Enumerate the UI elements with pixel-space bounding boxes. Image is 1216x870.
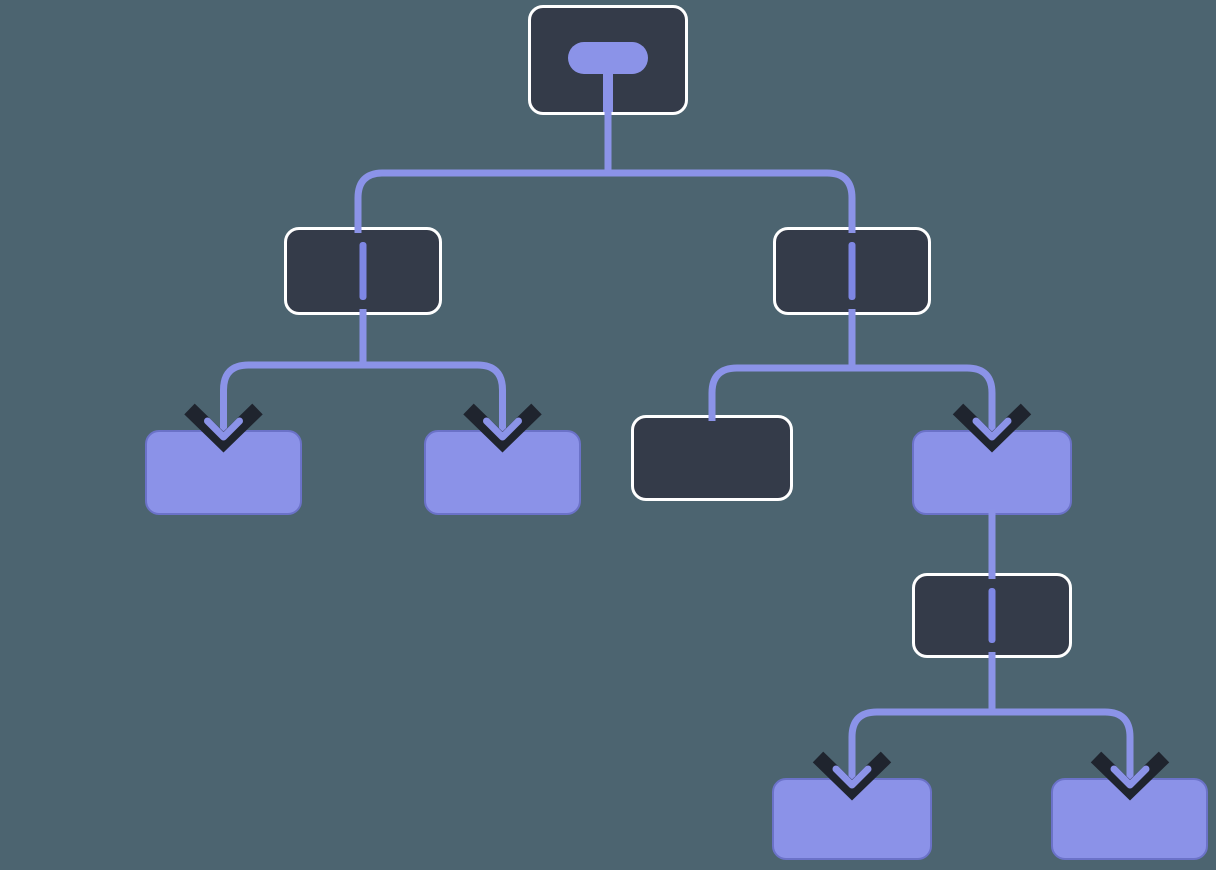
- vertical-bar-icon: [848, 242, 856, 300]
- node-leaf-b[interactable]: [424, 430, 581, 515]
- node-branch-bottom[interactable]: [912, 573, 1072, 658]
- node-leaf-e[interactable]: [772, 778, 932, 860]
- node-leaf-a[interactable]: [145, 430, 302, 515]
- node-branch-right[interactable]: [773, 227, 931, 315]
- node-leaf-f[interactable]: [1051, 778, 1208, 860]
- edge-branch-left-split: [220, 361, 506, 436]
- vertical-bar-icon: [359, 242, 367, 300]
- node-root[interactable]: [528, 5, 688, 115]
- node-branch-left[interactable]: [284, 227, 442, 315]
- vertical-bar-icon: [988, 588, 996, 643]
- edge-root-split: [354, 169, 856, 233]
- node-leaf-d[interactable]: [912, 430, 1072, 515]
- edge-branch-bottom-split: [848, 708, 1134, 784]
- node-leaf-c[interactable]: [631, 415, 793, 501]
